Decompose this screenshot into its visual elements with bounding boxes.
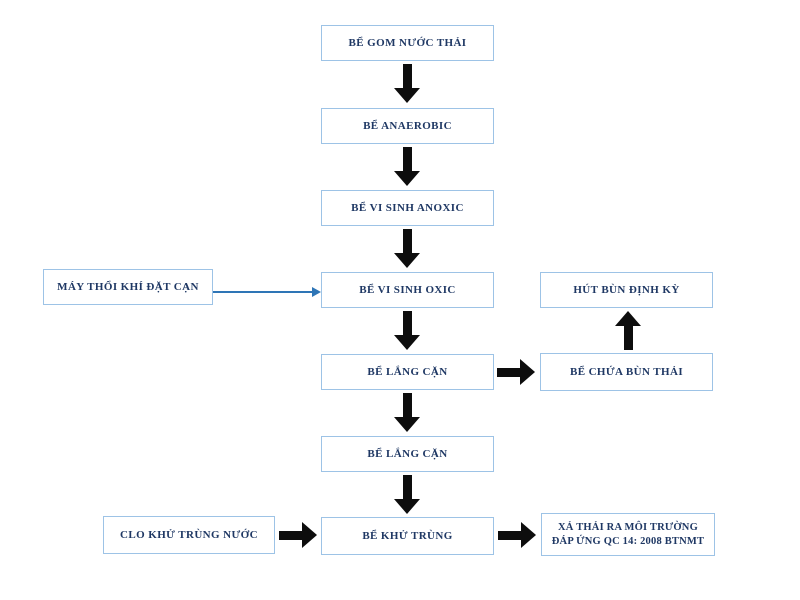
node-be-lang-can-2: BỂ LẮNG CẶN [321, 436, 494, 472]
arrow-head [520, 359, 535, 385]
node-xa-thai-ra-moi-truong: XẢ THẢI RA MÔI TRƯỜNG ĐÁP ỨNG QC 14: 200… [541, 513, 715, 556]
arrow-stem [623, 326, 633, 350]
node-be-lang-can-1: BỂ LẮNG CẶN [321, 354, 494, 390]
arrow-head [394, 499, 420, 514]
node-label-multiline: XẢ THẢI RA MÔI TRƯỜNG ĐÁP ỨNG QC 14: 200… [552, 521, 704, 548]
arrow-khu-trung-to-xa-thai [498, 522, 536, 548]
arrow-stem [402, 393, 412, 417]
arrow-stem [402, 229, 412, 253]
arrow-lang-can-to-chua-bun [497, 359, 535, 385]
node-be-vi-sinh-oxic: BỂ VI SINH OXIC [321, 272, 494, 308]
arrow-clo-to-khu-trung [279, 522, 317, 548]
node-label-line-2: ĐÁP ỨNG QC 14: 2008 BTNMT [551, 535, 705, 547]
arrow-stem [498, 530, 521, 540]
arrow-head [394, 417, 420, 432]
arrow-stem [402, 147, 412, 171]
node-may-thoi-khi: MÁY THỔI KHÍ ĐẶT CẠN [43, 269, 213, 305]
arrow-head [394, 88, 420, 103]
connector-may-thoi-khi-arrowhead [312, 287, 321, 297]
node-be-anaerobic: BỂ ANAEROBIC [321, 108, 494, 144]
arrow-head [394, 171, 420, 186]
node-be-gom-nuoc-thai: BỂ GOM NƯỚC THẢI [321, 25, 494, 61]
arrow-oxic-to-lang-can-1 [394, 311, 420, 350]
arrow-head [302, 522, 317, 548]
node-hut-bun-dinh-ky: HÚT BÙN ĐỊNH KỲ [540, 272, 713, 308]
arrow-stem [402, 64, 412, 88]
arrow-head [394, 335, 420, 350]
connector-may-thoi-khi-line [213, 291, 313, 293]
arrow-anaerobic-to-anoxic [394, 147, 420, 186]
arrow-gom-to-anaerobic [394, 64, 420, 103]
arrow-stem [402, 475, 412, 499]
arrow-stem [497, 367, 520, 377]
arrow-lang-can-2-to-khu-trung [394, 475, 420, 514]
arrow-lang-can-1-to-lang-can-2 [394, 393, 420, 432]
arrow-chua-bun-to-hut-bun [615, 311, 641, 350]
node-be-vi-sinh-anoxic: BỂ VI SINH ANOXIC [321, 190, 494, 226]
arrow-stem [402, 311, 412, 335]
arrow-head [615, 311, 641, 326]
arrow-anoxic-to-oxic [394, 229, 420, 268]
node-clo-khu-trung-nuoc: CLO KHỬ TRÙNG NƯỚC [103, 516, 275, 554]
node-be-chua-bun-thai: BỂ CHỨA BÙN THẢI [540, 353, 713, 391]
arrow-stem [279, 530, 302, 540]
arrow-head [521, 522, 536, 548]
arrow-head [394, 253, 420, 268]
node-label-line-1: XẢ THẢI RA MÔI TRƯỜNG [558, 521, 698, 533]
node-be-khu-trung: BỂ KHỬ TRÙNG [321, 517, 494, 555]
